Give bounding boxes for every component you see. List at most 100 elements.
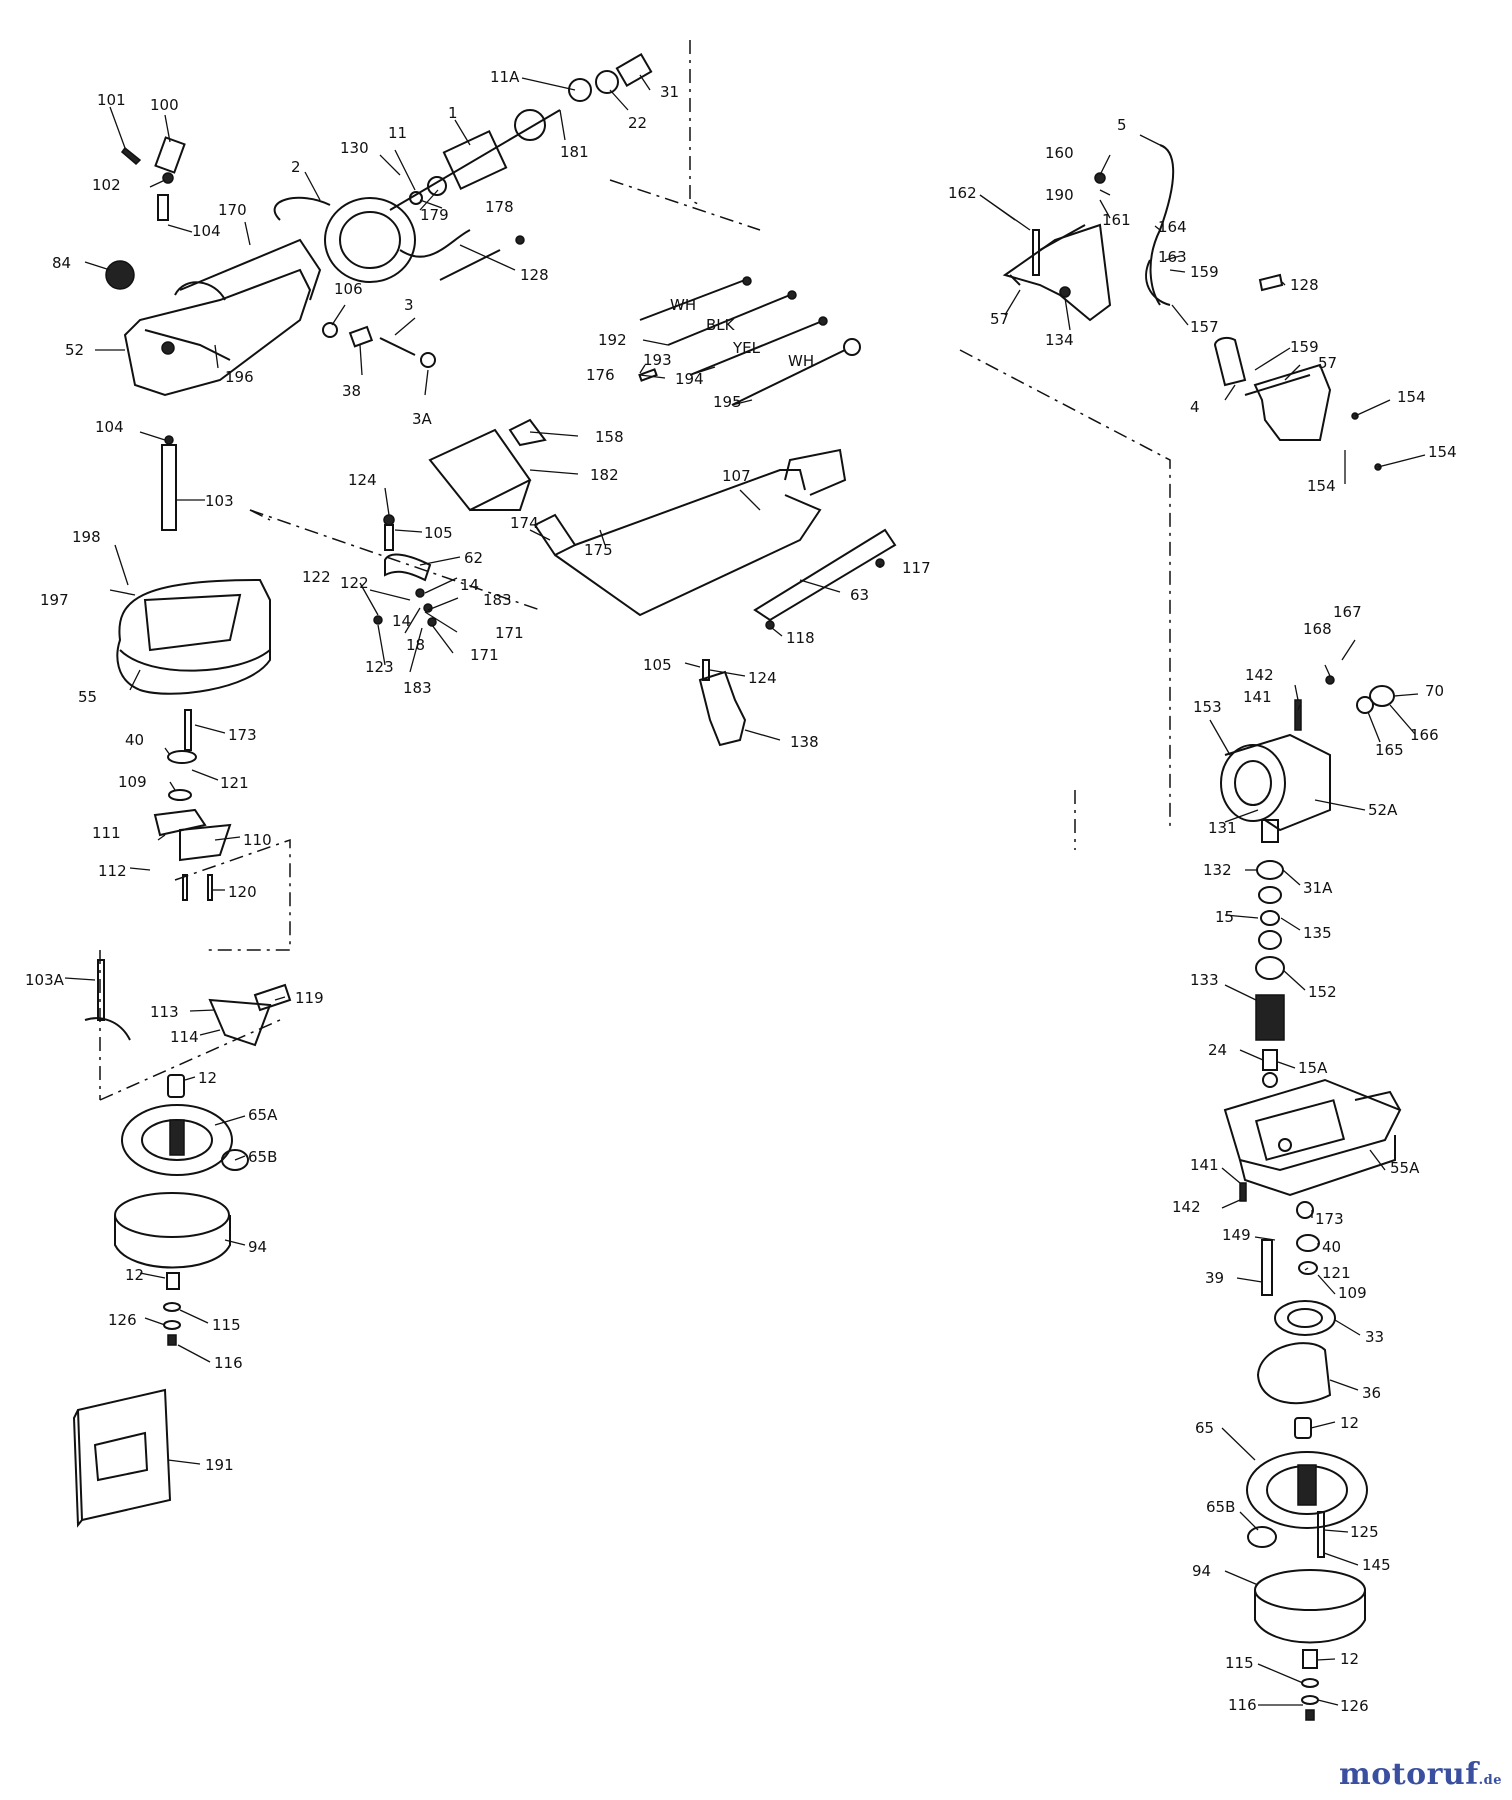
leader-lines <box>64 74 1426 1706</box>
part-label: 171 <box>470 646 499 664</box>
part-label: 124 <box>348 471 377 489</box>
part-label: 132 <box>1203 861 1232 879</box>
part-label: 126 <box>1340 1697 1369 1715</box>
part-label: 163 <box>1158 248 1187 266</box>
part-label: 161 <box>1102 211 1131 229</box>
part-label: 121 <box>1322 1264 1351 1282</box>
part-label: 130 <box>340 139 369 157</box>
part-label: 3 <box>404 296 414 314</box>
part-label: 62 <box>464 549 483 567</box>
wire-color-label: WH <box>788 352 814 370</box>
part-label: 70 <box>1425 682 1444 700</box>
part-label: 128 <box>520 266 549 284</box>
watermark-logo: motoruf.de <box>1338 1757 1502 1792</box>
part-label: 162 <box>948 184 977 202</box>
manual-booklet <box>72 1388 172 1528</box>
part-label: 116 <box>214 1354 243 1372</box>
part-label: 12 <box>198 1069 217 1087</box>
part-label: 173 <box>1315 1210 1344 1228</box>
wire-color-label: BLK <box>706 316 736 334</box>
part-label: 40 <box>1322 1238 1341 1256</box>
part-label: 141 <box>1243 688 1272 706</box>
part-label: 152 <box>1308 983 1337 1001</box>
part-label: 94 <box>248 1238 267 1256</box>
part-label: 65 <box>1195 1419 1214 1437</box>
part-label: 11 <box>388 124 407 142</box>
part-label: 52 <box>65 341 84 359</box>
part-label: 122 <box>302 568 331 586</box>
part-label: 107 <box>722 467 751 485</box>
part-label: 109 <box>118 773 147 791</box>
part-label: 22 <box>628 114 647 132</box>
part-label: 65B <box>1206 1498 1235 1516</box>
part-label: 55A <box>1390 1159 1420 1177</box>
part-label: 198 <box>72 528 101 546</box>
part-label: 57 <box>1318 354 1337 372</box>
part-label: 126 <box>108 1311 137 1329</box>
part-label: 153 <box>1193 698 1222 716</box>
part-label: 57 <box>990 310 1009 328</box>
switch-plate-and-bracket <box>428 418 897 630</box>
part-label: 15 <box>1215 908 1234 926</box>
part-label: 123 <box>365 658 394 676</box>
part-label: 110 <box>243 831 272 849</box>
part-label: 24 <box>1208 1041 1227 1059</box>
part-label: 2 <box>291 158 301 176</box>
part-label: 159 <box>1290 338 1319 356</box>
part-label: 103 <box>205 492 234 510</box>
part-label: 154 <box>1307 477 1336 495</box>
part-label: 120 <box>228 883 257 901</box>
part-label: 105 <box>643 656 672 674</box>
part-label: 104 <box>95 418 124 436</box>
part-label: 3A <box>412 410 433 428</box>
part-label: 40 <box>125 731 144 749</box>
part-label: 176 <box>586 366 615 384</box>
part-label: 166 <box>1410 726 1439 744</box>
part-label: 197 <box>40 591 69 609</box>
part-label: 165 <box>1375 741 1404 759</box>
part-label: 14 <box>460 576 479 594</box>
part-label: 15A <box>1298 1059 1328 1077</box>
part-label: 154 <box>1428 443 1457 461</box>
part-label: 109 <box>1338 1284 1367 1302</box>
assembly-lines <box>99 40 1171 1101</box>
part-label: 65B <box>248 1148 277 1166</box>
blade-clamp-and-pulley-left <box>84 959 292 1346</box>
part-label: 125 <box>1350 1523 1379 1541</box>
blade-guard-and-levers <box>373 514 747 747</box>
part-label: 31 <box>660 83 679 101</box>
part-label: 178 <box>485 198 514 216</box>
wire-color-label: WH <box>670 296 696 314</box>
part-label: 181 <box>560 143 589 161</box>
part-label: 149 <box>1222 1226 1251 1244</box>
part-label: 138 <box>790 733 819 751</box>
part-label: 117 <box>902 559 931 577</box>
part-label: 106 <box>334 280 363 298</box>
part-label: 124 <box>748 669 777 687</box>
part-label: 11A <box>490 68 520 86</box>
part-label: 128 <box>1290 276 1319 294</box>
part-label: 63 <box>850 586 869 604</box>
spindle-and-shoe-left <box>116 435 271 901</box>
part-label: 191 <box>205 1456 234 1474</box>
part-label: 121 <box>220 774 249 792</box>
part-label: 193 <box>643 351 672 369</box>
part-label: 141 <box>1190 1156 1219 1174</box>
part-label: 160 <box>1045 144 1074 162</box>
part-label: 175 <box>584 541 613 559</box>
part-label: 154 <box>1397 388 1426 406</box>
part-label: 192 <box>598 331 627 349</box>
part-label: 111 <box>92 824 121 842</box>
part-label: 174 <box>510 514 539 532</box>
drive-belt-and-pulley-right <box>1246 1342 1368 1721</box>
part-label: 18 <box>406 636 425 654</box>
part-label: 116 <box>1228 1696 1257 1714</box>
part-label: 142 <box>1172 1198 1201 1216</box>
table-and-lower-housing <box>1223 1078 1402 1336</box>
part-label: 183 <box>403 679 432 697</box>
part-label: 183 <box>483 591 512 609</box>
part-label: 173 <box>228 726 257 744</box>
part-number-labels: 101 100 102 104 84 170 52 196 2 130 11 1… <box>25 68 1457 1715</box>
part-label: 52A <box>1368 801 1398 819</box>
part-label: 12 <box>1340 1414 1359 1432</box>
